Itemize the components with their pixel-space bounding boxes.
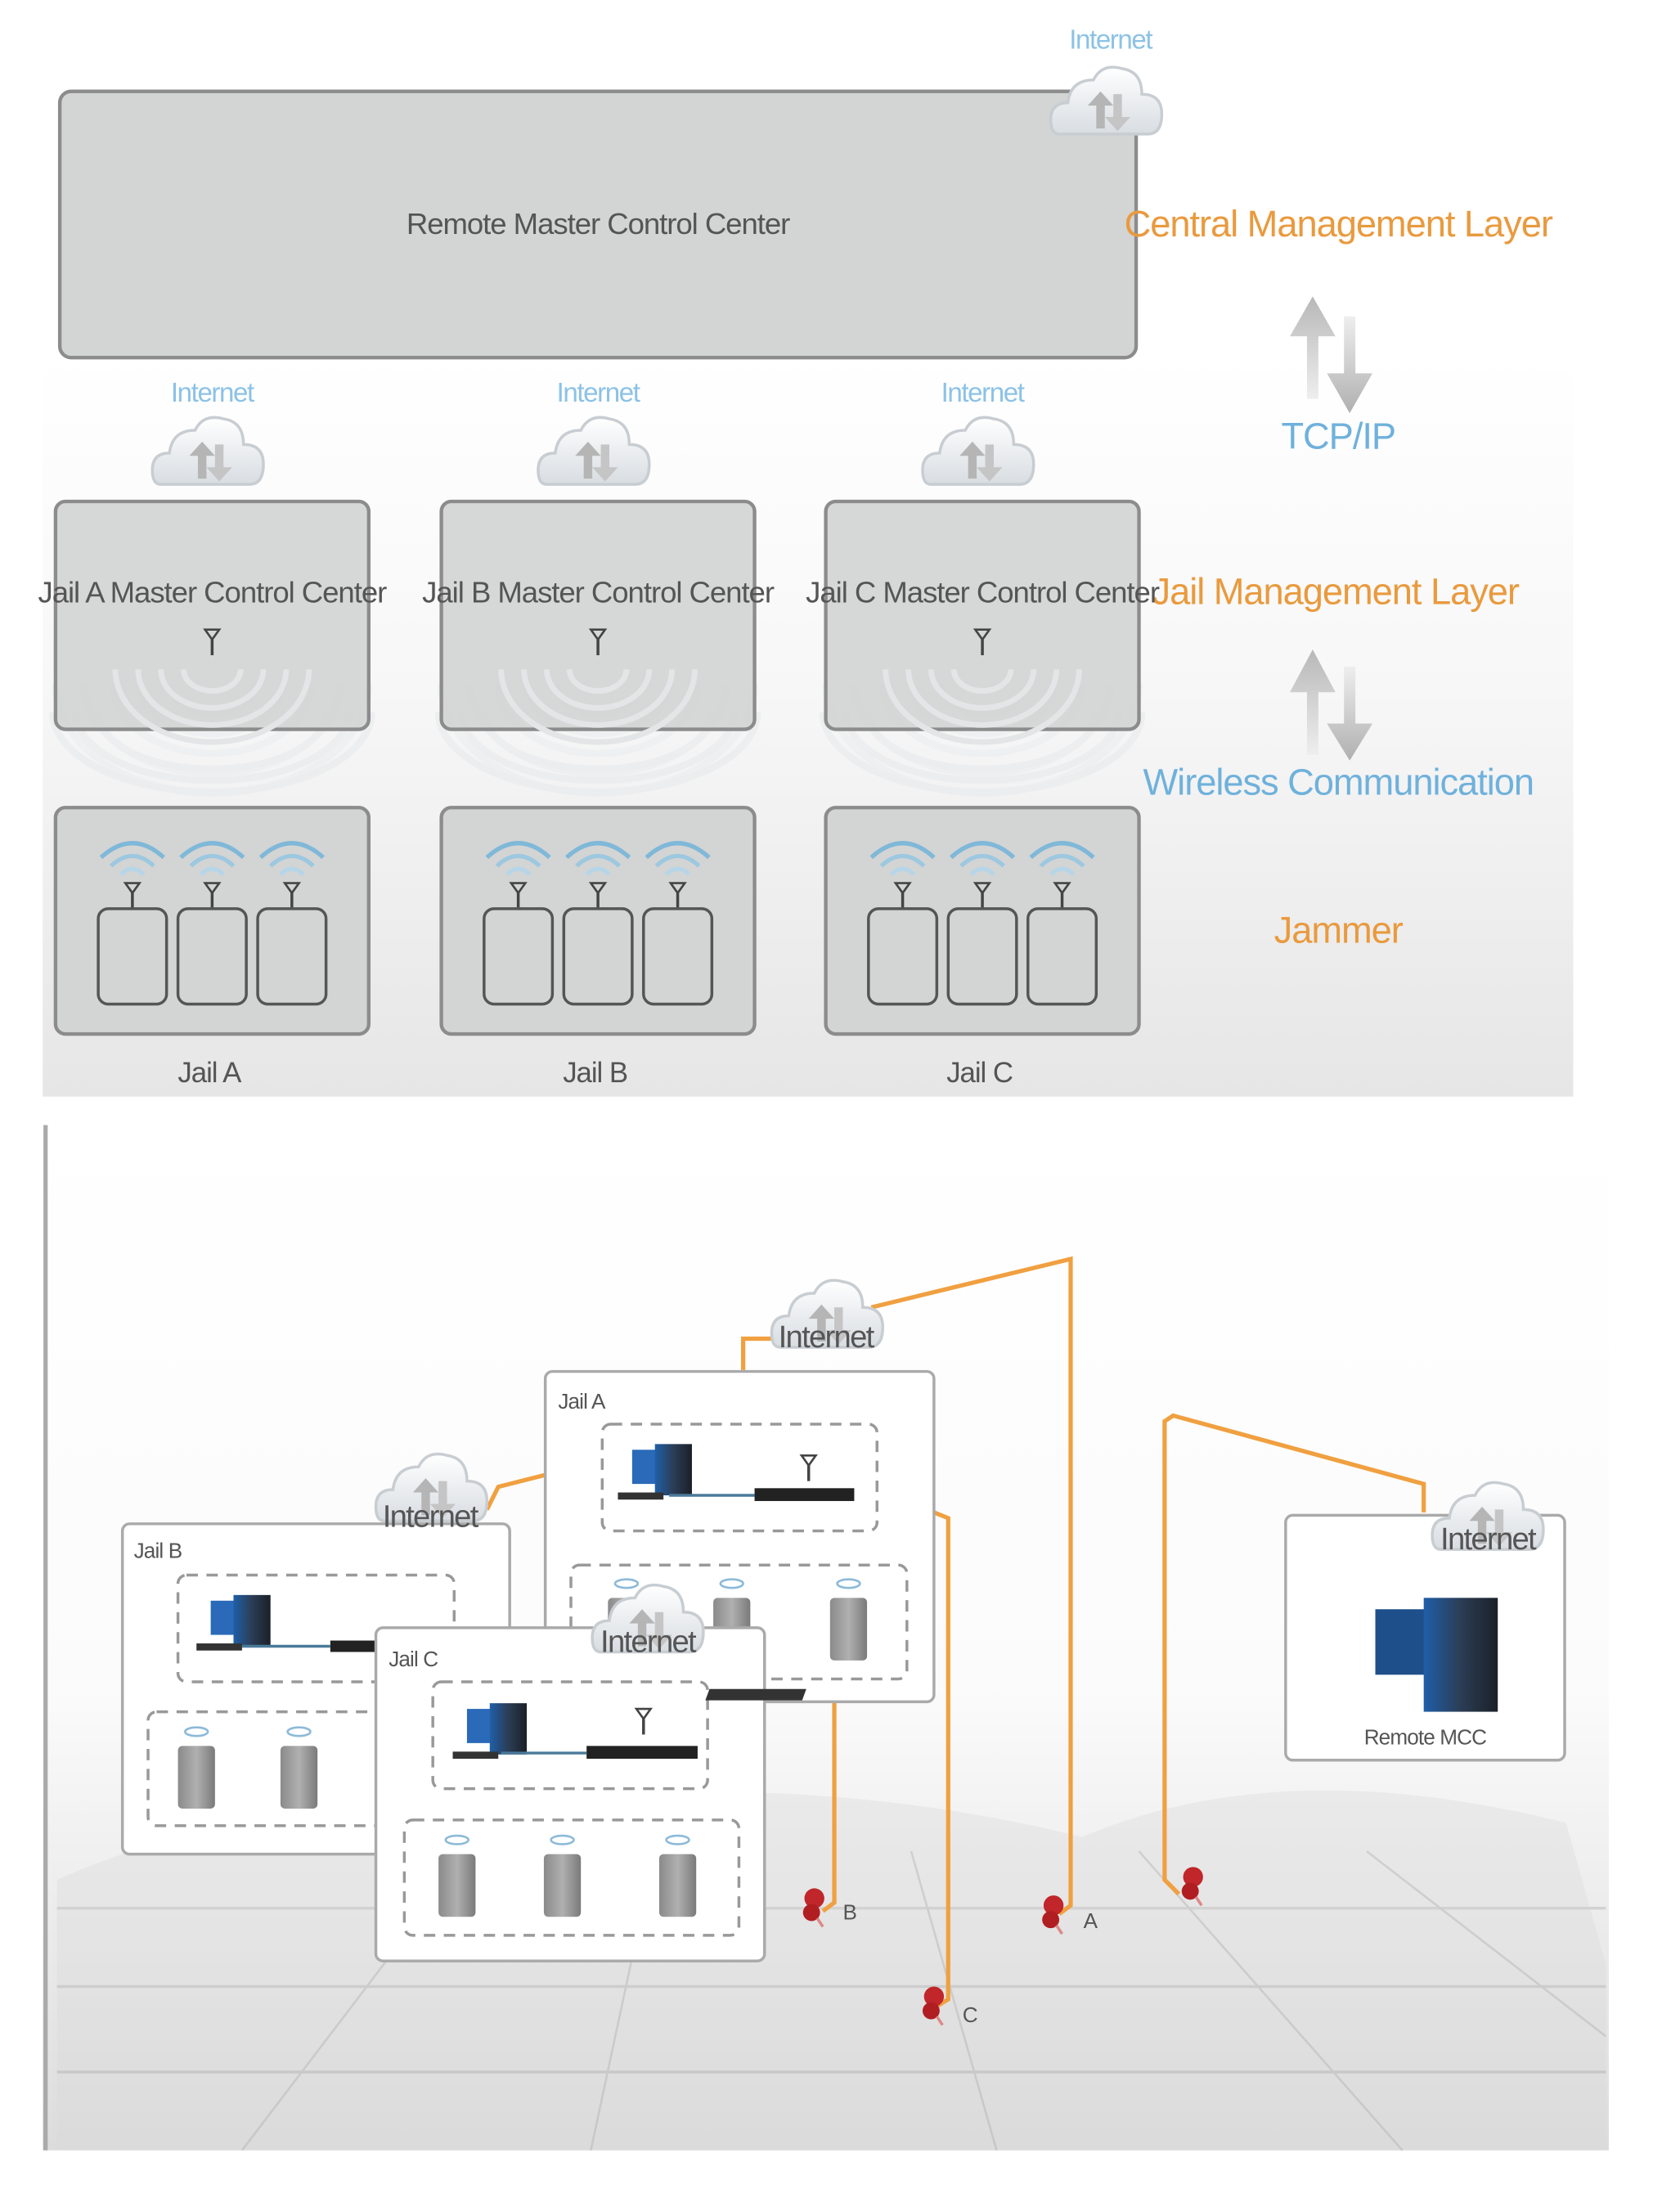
layer-jail-management: Jail Management Layer xyxy=(1152,570,1520,612)
svg-text:C: C xyxy=(963,2002,977,2027)
svg-text:Internet: Internet xyxy=(779,1319,875,1355)
internet-cloud: Internet xyxy=(770,1279,884,1355)
jammer-device xyxy=(176,843,248,1006)
jail-c-label: Jail C xyxy=(389,1647,438,1671)
jail-label: Jail B xyxy=(563,1057,627,1089)
bidirectional-arrows-icon xyxy=(1290,650,1373,761)
layer-central-management: Central Management Layer xyxy=(1125,203,1553,245)
pin-b: B xyxy=(802,1886,857,1929)
mcc-label: Jail A Master Control Center xyxy=(38,576,387,609)
svg-text:B: B xyxy=(842,1900,856,1925)
pin-a: A xyxy=(1040,1894,1099,1935)
jail-master-control-center: Jail A Master Control Center xyxy=(38,499,388,745)
jammer-device xyxy=(1026,843,1098,1006)
jail-master-control-center: Jail B Master Control Center xyxy=(422,499,775,745)
link-remote xyxy=(1162,1413,1426,1896)
jail-c-card: Jail C Internet xyxy=(374,1583,766,1962)
remote-mcc-label: Remote MCC xyxy=(1364,1725,1486,1750)
location-pins: B A C xyxy=(802,1865,1205,2027)
remote-mcc-label: Remote Master Control Center xyxy=(407,207,790,240)
link-jail-a xyxy=(741,1256,1073,1916)
pin-c: C xyxy=(921,1984,978,2027)
jammer-group xyxy=(439,806,757,1036)
jail-a-label: Jail A xyxy=(558,1389,606,1414)
jail-master-control-center: Jail C Master Control Center xyxy=(806,499,1161,745)
jammer-device xyxy=(642,843,714,1006)
internet-cloud: Internet xyxy=(374,1452,489,1534)
mcc-label: Jail C Master Control Center xyxy=(806,576,1160,609)
bottom-deployment-diagram: Jail B Internet Jail A xyxy=(43,1125,1609,2151)
cloud-icon xyxy=(1049,65,1164,136)
layer-wireless-communication: Wireless Communication xyxy=(1143,762,1534,803)
svg-text:Internet: Internet xyxy=(1440,1522,1537,1557)
jail-b-card: Jail B Internet xyxy=(120,1452,511,1856)
layer-jammer: Jammer xyxy=(1274,910,1404,951)
jail-b-label: Jail B xyxy=(134,1539,182,1563)
jammer-device xyxy=(97,843,168,1006)
remote-internet-label: Internet xyxy=(1069,25,1152,55)
internet-cloud: Internet xyxy=(1431,1481,1545,1557)
bidirectional-arrows-icon xyxy=(1290,296,1373,414)
jammer-device xyxy=(946,843,1018,1006)
jail-label: Jail C xyxy=(946,1057,1013,1089)
layer-labels: Central Management Layer TCP/IP Jail Man… xyxy=(1125,203,1554,951)
svg-text:A: A xyxy=(1084,1908,1098,1933)
jammer-device xyxy=(256,843,328,1006)
top-architecture-diagram: Remote Master Control Center Internet Ce… xyxy=(38,25,1574,1097)
jail-label: Jail A xyxy=(177,1057,242,1089)
internet-label: Internet xyxy=(557,378,640,408)
jammer-device xyxy=(483,843,555,1006)
internet-cloud: Internet xyxy=(591,1583,705,1659)
remote-master-control-center: Remote Master Control Center Internet xyxy=(57,25,1164,360)
internet-label: Internet xyxy=(171,378,254,408)
computer-icon xyxy=(705,1598,1498,1712)
jammer-group xyxy=(824,806,1141,1036)
mcc-label: Jail B Master Control Center xyxy=(422,576,775,609)
layer-tcpip: TCP/IP xyxy=(1281,416,1395,457)
jammer-device xyxy=(867,843,939,1006)
jammer-device xyxy=(562,843,634,1006)
internet-label: Internet xyxy=(941,378,1025,408)
jammer-group xyxy=(53,806,371,1036)
svg-text:Internet: Internet xyxy=(383,1499,479,1534)
remote-mcc-card: Remote MCC Internet xyxy=(705,1481,1566,1762)
svg-text:Internet: Internet xyxy=(600,1624,697,1659)
